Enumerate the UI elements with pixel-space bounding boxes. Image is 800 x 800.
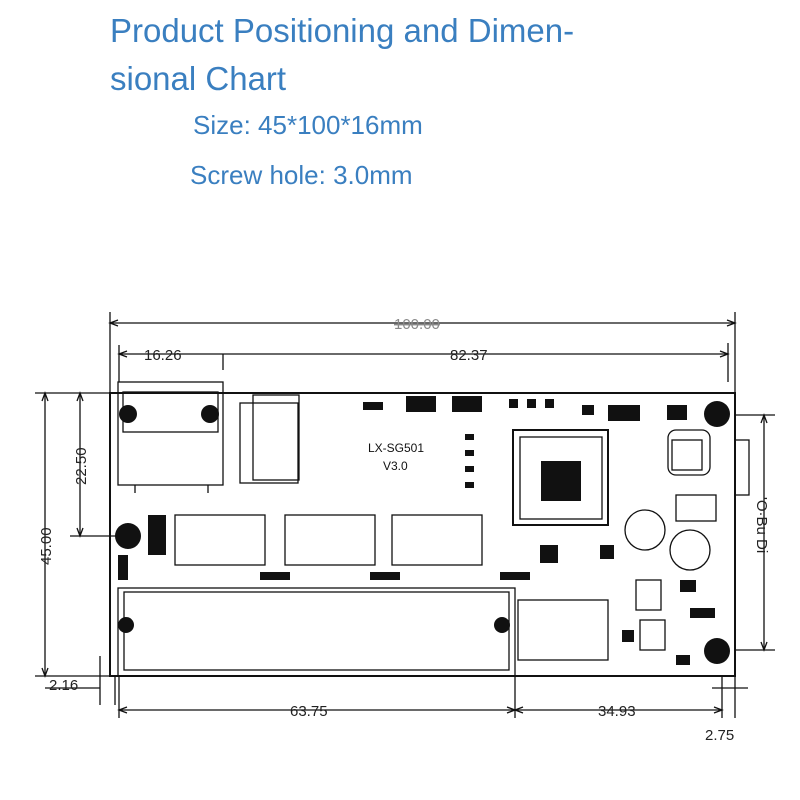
screw-hole-spec: Screw hole: 3.0mm bbox=[190, 160, 413, 190]
dim-bottom-right: 34.93 bbox=[598, 703, 636, 720]
board-model-label: LX-SG501 bbox=[368, 441, 424, 455]
dim-top-right: 82.37 bbox=[450, 347, 488, 364]
dim-bottom-right-offset: 2.75 bbox=[705, 727, 734, 744]
board-outline bbox=[109, 392, 736, 677]
dim-right-side: 'O·Bu Di bbox=[753, 497, 770, 553]
dim-overall-width: 100.00 bbox=[394, 316, 440, 333]
dim-top-left: 16.26 bbox=[144, 347, 182, 364]
board-version-label: V3.0 bbox=[383, 459, 408, 473]
chart-title-line1: Product Positioning and Dimen- bbox=[110, 12, 575, 49]
chart-title-line2: sional Chart bbox=[110, 60, 287, 97]
dim-bottom-left: 63.75 bbox=[290, 703, 328, 720]
dim-height-total: 45.00 bbox=[38, 527, 55, 565]
size-spec: Size: 45*100*16mm bbox=[193, 110, 423, 140]
dim-bottom-left-offset: 2.16 bbox=[49, 677, 78, 694]
dim-height-upper: 22.50 bbox=[73, 447, 90, 485]
